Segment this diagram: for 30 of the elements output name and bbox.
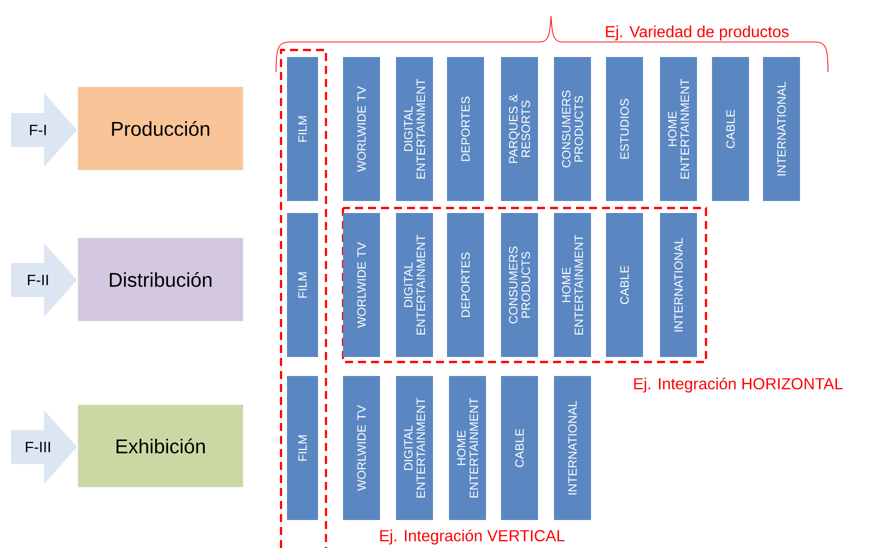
segment-bar: DEPORTES	[447, 213, 484, 357]
segment-bar: WORLWIDE TV	[343, 213, 380, 357]
segment-bar: PARQUES & RESORTS	[501, 57, 538, 201]
stage-box: Distribución	[78, 238, 244, 322]
segment-bar: HOME ENTERTAINMENT	[449, 376, 486, 520]
group-label: Ej. Variedad de productos	[606, 26, 789, 40]
segment-bar: ESTUDIOS	[606, 57, 643, 201]
group-label: Ej. Integración HORIZONTAL	[634, 377, 843, 393]
segment-bar: HOME ENTERTAINMENT	[554, 213, 591, 357]
segment-bar: DEPORTES	[447, 57, 484, 201]
segment-bar: FILM	[287, 213, 318, 357]
segment-bar: INTERNATIONAL	[660, 213, 697, 357]
segment-bar: CABLE	[501, 376, 538, 520]
segment-bar: INTERNATIONAL	[763, 57, 800, 201]
segment-bar: CABLE	[712, 57, 749, 201]
segment-bar: WORLWIDE TV	[343, 376, 380, 520]
segment-bar: CABLE	[606, 213, 643, 357]
segment-bar: CONSUMERS PRODUCTS	[501, 213, 538, 357]
segment-bar: WORLWIDE TV	[343, 57, 380, 201]
segment-bar: FILM	[287, 376, 318, 520]
segment-bar: DIGITAL ENTERTAINMENT	[396, 213, 433, 357]
segment-bar: CONSUMERS PRODUCTS	[554, 57, 591, 201]
segment-bar: DIGITAL ENTERTAINMENT	[396, 57, 433, 201]
stage-box: Exhibición	[78, 404, 244, 488]
segment-bar: DIGITAL ENTERTAINMENT	[396, 376, 433, 520]
stage-box: Producción	[78, 86, 244, 170]
segment-bar: INTERNATIONAL	[554, 376, 591, 520]
group-label: Ej. Integración VERTICAL	[380, 529, 565, 545]
segment-bar: HOME ENTERTAINMENT	[660, 57, 697, 201]
segment-bar: FILM	[287, 57, 318, 201]
